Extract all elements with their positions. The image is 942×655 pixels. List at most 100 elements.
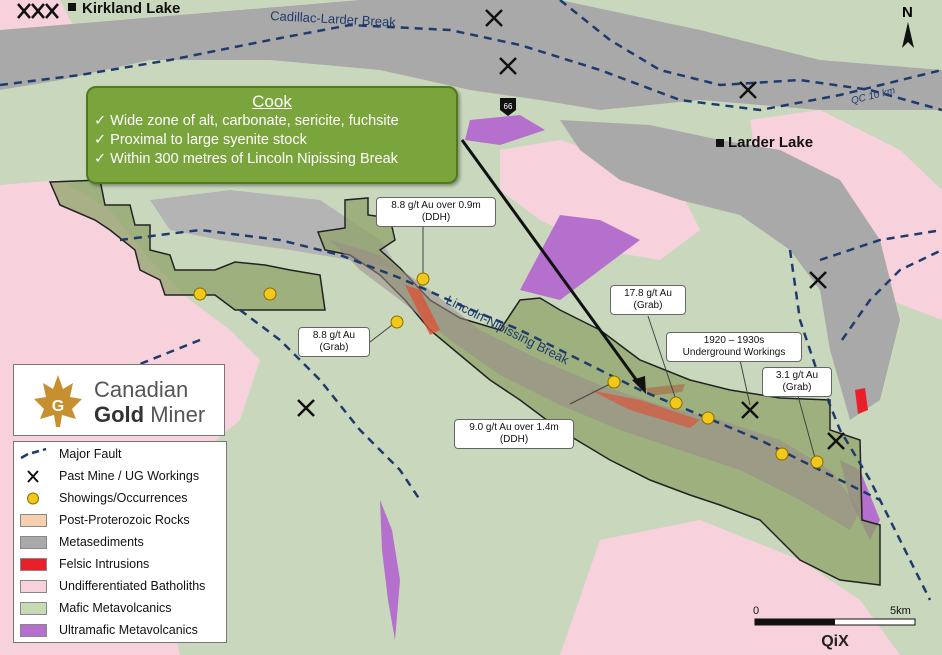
legend-item-ultramafic: Ultramafic Metavolcanics <box>20 622 198 638</box>
callout-9-0-ddh: 9.0 g/t Au over 1.4m (DDH) <box>454 419 574 449</box>
logo-text-gold-miner: Gold Miner <box>94 402 205 428</box>
ultramafic-area-3 <box>380 500 400 640</box>
legend-item-mafic: Mafic Metavolcanics <box>20 600 172 616</box>
pick-hammer-icon <box>27 469 39 483</box>
callout-line: 8.8 g/t Au over 0.9m <box>391 200 481 211</box>
logo-text-gold: Gold <box>94 402 145 427</box>
metasediments-belt-east <box>560 120 900 420</box>
legend-label: Major Fault <box>59 447 122 461</box>
showing-dot <box>263 287 277 301</box>
fault-line-ne <box>559 0 942 112</box>
past-mines <box>17 3 845 450</box>
highway-shield-icon: 66 <box>500 98 516 116</box>
scale-bar <box>754 618 916 626</box>
place-larder-lake: Larder Lake <box>728 134 814 151</box>
legend-item-metasediments: Metasediments <box>20 534 144 550</box>
leader-6 <box>569 382 613 405</box>
maple-leaf-icon: G <box>34 375 82 427</box>
callout-8-8-ddh: 8.8 g/t Au over 0.9m (DDH) <box>376 197 496 227</box>
callout-leaders <box>369 227 816 459</box>
pick-hammer-icon <box>17 3 59 19</box>
ultramafic-area-1 <box>465 115 545 145</box>
callout-line: 17.8 g/t Au <box>624 288 672 299</box>
callout-8-8-grab: 8.8 g/t Au (Grab) <box>298 327 370 357</box>
legend-swatch <box>20 535 47 549</box>
callout-line: Underground Workings <box>682 347 786 358</box>
legend-label: Mafic Metavolcanics <box>59 601 172 615</box>
scale-end: 5km <box>890 605 911 617</box>
legend-label: Showings/Occurrences <box>59 491 188 505</box>
pick-hammer-icon <box>499 57 517 75</box>
cook-point-3: ✓ Within 300 metres of Lincoln Nipissing… <box>94 151 398 167</box>
legend-swatch <box>20 513 47 527</box>
logo-text-canadian: Canadian <box>94 377 189 402</box>
ultramafic-area-2 <box>520 215 640 300</box>
showing-dot <box>193 287 207 301</box>
dashed-line-icon <box>20 447 47 459</box>
showing-dot <box>390 315 404 329</box>
showing-dot <box>669 396 683 410</box>
highway-shield-number: 66 <box>504 102 513 111</box>
callout-line: (DDH) <box>421 212 451 223</box>
cadillac-larder-break-line <box>0 23 942 112</box>
callout-underground-workings: 1920 – 1930s Underground Workings <box>666 332 802 362</box>
map-legend: Major Fault Past Mine / UG Workings Show… <box>13 441 227 643</box>
cook-info-box: Cook ✓ Wide zone of alt, carbonate, seri… <box>86 86 458 184</box>
legend-label: Metasediments <box>59 535 144 549</box>
pick-hammer-icon <box>297 399 315 417</box>
alteration-zone <box>330 240 860 530</box>
legend-item-felsic: Felsic Intrusions <box>20 556 149 572</box>
svg-text:G: G <box>52 398 64 415</box>
cook-title: Cook <box>252 92 292 111</box>
legend-label: Undifferentiated Batholiths <box>59 579 206 593</box>
fault-line-e <box>819 228 942 262</box>
company-logo: G Canadian Gold Miner <box>13 364 225 436</box>
syenite-stock-area <box>500 140 700 260</box>
callout-line: (Grab) <box>633 300 663 311</box>
place-kirkland-lake: Kirkland Lake <box>82 0 181 17</box>
callout-line: 8.8 g/t Au <box>312 330 356 341</box>
callout-3-1-grab: 3.1 g/t Au (Grab) <box>762 367 832 397</box>
claim-block-west <box>48 179 326 311</box>
cook-point-1: ✓ Wide zone of alt, carbonate, sericite,… <box>94 113 399 129</box>
town-marker-kirkland <box>68 3 76 11</box>
qix-logo: QiX <box>821 633 849 650</box>
callout-17-8-grab: 17.8 g/t Au (Grab) <box>610 285 686 315</box>
showing-dot <box>810 455 824 469</box>
callout-line: (Grab) <box>319 342 349 353</box>
town-marker-larder <box>716 139 724 147</box>
north-arrow-icon <box>902 22 914 48</box>
lincoln-nipissing-break-line <box>119 228 881 502</box>
legend-label: Past Mine / UG Workings <box>59 469 200 483</box>
callout-line: (DDH) <box>499 434 529 445</box>
legend-item-batholiths: Undifferentiated Batholiths <box>20 578 205 594</box>
leader-3 <box>647 315 677 401</box>
felsic-dyke-1 <box>405 285 440 335</box>
felsic-dyke-2 <box>590 390 700 428</box>
fault-line-se <box>788 249 932 601</box>
callout-line: (Grab) <box>782 382 812 393</box>
gold-dot-icon <box>27 492 39 504</box>
legend-item-fault: Major Fault <box>20 446 122 462</box>
legend-label: Post-Proterozoic Rocks <box>59 513 190 527</box>
leader-5 <box>797 395 816 459</box>
cook-pointer-arrow <box>460 139 642 386</box>
legend-label: Ultramafic Metavolcanics <box>59 623 198 637</box>
callout-line: 3.1 g/t Au <box>775 370 819 381</box>
north-label: N <box>902 4 913 21</box>
callout-line: 9.0 g/t Au over 1.4m <box>469 422 559 433</box>
showing-dot <box>775 447 789 461</box>
pick-hammer-icon <box>485 9 503 27</box>
major-faults <box>0 0 942 601</box>
cadillac-larder-label: Cadillac-Larder Break <box>270 8 397 30</box>
legend-item-mine: Past Mine / UG Workings <box>20 468 199 484</box>
legend-swatch <box>20 557 47 571</box>
cook-point-2: ✓ Proximal to large syenite stock <box>94 132 307 148</box>
pick-hammer-icon <box>827 432 845 450</box>
legend-swatch <box>20 623 47 637</box>
scale-start: 0 <box>753 605 760 617</box>
legend-label: Felsic Intrusions <box>59 557 150 571</box>
logo-text-miner: Miner <box>144 402 206 427</box>
leader-4 <box>739 359 751 406</box>
